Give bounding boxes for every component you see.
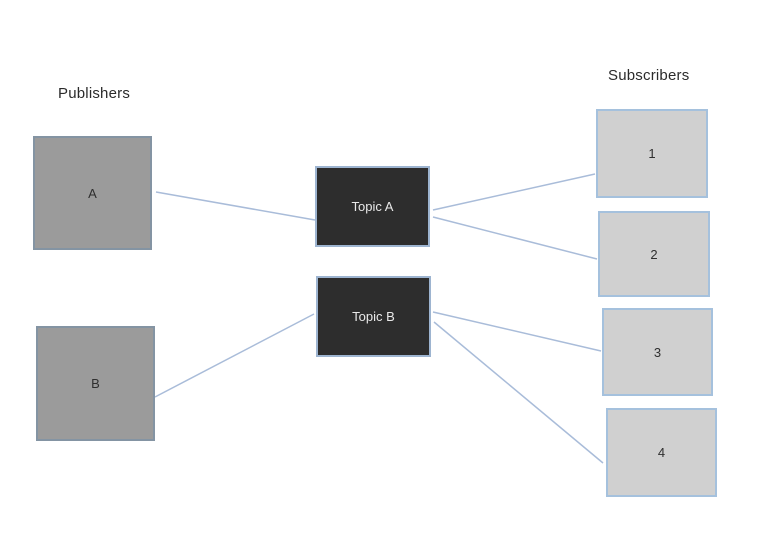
topic-a-node: Topic A <box>315 166 430 247</box>
subscriber-1-label: 1 <box>648 146 656 161</box>
edge-a-to-topic-a <box>155 191 316 221</box>
publisher-a-node: A <box>33 136 152 250</box>
topic-b-label: Topic B <box>352 309 395 324</box>
subscriber-1-node: 1 <box>596 109 708 198</box>
edge-topic-a-to-subscriber-2 <box>432 216 598 260</box>
subscribers-heading: Subscribers <box>608 67 690 84</box>
publisher-a-label: A <box>88 185 97 201</box>
edge-topic-b-to-subscriber-4 <box>433 321 604 464</box>
edge-b-to-topic-b <box>154 313 315 398</box>
topic-b-node: Topic B <box>316 276 431 357</box>
subscriber-3-label: 3 <box>653 344 662 360</box>
subscriber-4-label: 4 <box>657 445 666 460</box>
edge-topic-b-to-subscriber-3 <box>432 311 602 352</box>
topic-a-label: Topic A <box>351 199 394 214</box>
subscriber-2-node: 2 <box>598 211 710 297</box>
subscriber-2-label: 2 <box>650 246 658 262</box>
subscriber-3-node: 3 <box>602 308 713 396</box>
publishers-heading: Publishers <box>58 85 131 102</box>
publisher-b-label: B <box>91 376 100 391</box>
publisher-b-node: B <box>36 326 155 441</box>
subscriber-4-node: 4 <box>606 408 717 497</box>
edge-topic-a-to-subscriber-1 <box>432 173 596 211</box>
